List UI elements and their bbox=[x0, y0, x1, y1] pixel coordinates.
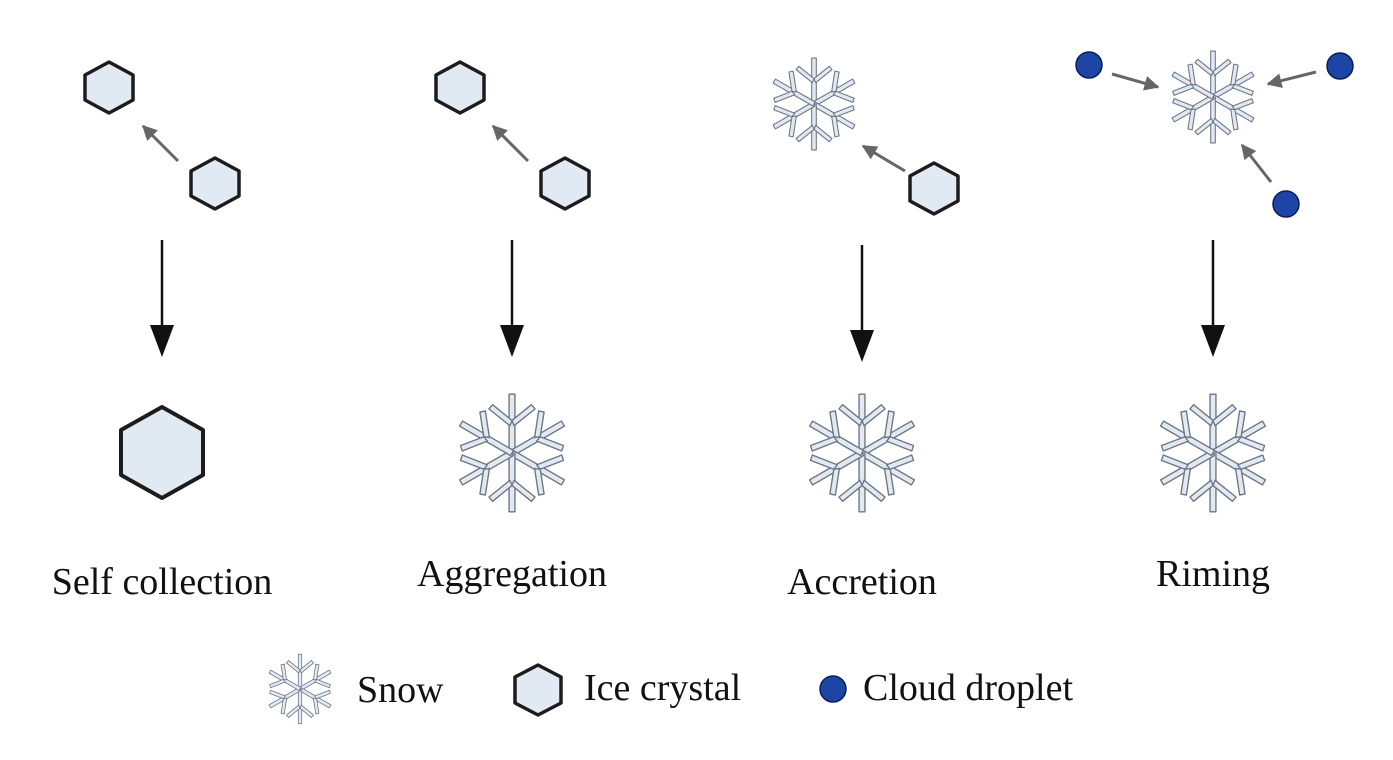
process-label-self-collection: Self collection bbox=[51, 561, 273, 603]
ice-crystal-icon bbox=[83, 60, 135, 115]
ice-crystal-icon bbox=[119, 405, 205, 500]
ice-crystal-icon bbox=[189, 156, 241, 211]
small-arrow bbox=[141, 124, 180, 163]
process-label-accretion: Accretion bbox=[787, 561, 937, 603]
small-arrow bbox=[491, 124, 530, 163]
process-arrowhead bbox=[1201, 325, 1225, 357]
small-arrow bbox=[1111, 72, 1160, 91]
snowflake-icon bbox=[450, 394, 575, 512]
legend-cloud-droplet-icon bbox=[819, 675, 847, 703]
process-label-aggregation: Aggregation bbox=[417, 553, 607, 595]
cloud-droplet-icon bbox=[1272, 190, 1300, 218]
legend-label-cloud-droplet: Cloud droplet bbox=[863, 667, 1074, 709]
snowflake-icon bbox=[765, 58, 863, 150]
cloud-droplet-icon bbox=[1075, 51, 1103, 79]
small-arrow bbox=[1240, 143, 1273, 183]
ice-crystal-icon bbox=[539, 156, 591, 211]
process-arrowhead bbox=[850, 330, 874, 362]
small-arrow bbox=[861, 144, 906, 173]
snowflake-icon bbox=[1164, 51, 1262, 143]
ice-crystal-icon bbox=[908, 161, 960, 216]
snowflake-icon bbox=[800, 394, 925, 512]
legend-label-ice-crystal: Ice crystal bbox=[584, 667, 742, 709]
legend-label-snow: Snow bbox=[357, 669, 444, 711]
process-arrowhead bbox=[500, 325, 524, 357]
process-label-riming: Riming bbox=[1155, 553, 1271, 595]
process-arrowhead bbox=[150, 325, 174, 357]
legend-snowflake-icon bbox=[263, 654, 337, 723]
legend-ice-crystal-icon bbox=[513, 663, 563, 717]
snowflake-icon bbox=[1151, 394, 1276, 512]
ice-crystal-icon bbox=[434, 60, 486, 115]
cloud-droplet-icon bbox=[1326, 52, 1354, 80]
small-arrow bbox=[1266, 70, 1317, 89]
